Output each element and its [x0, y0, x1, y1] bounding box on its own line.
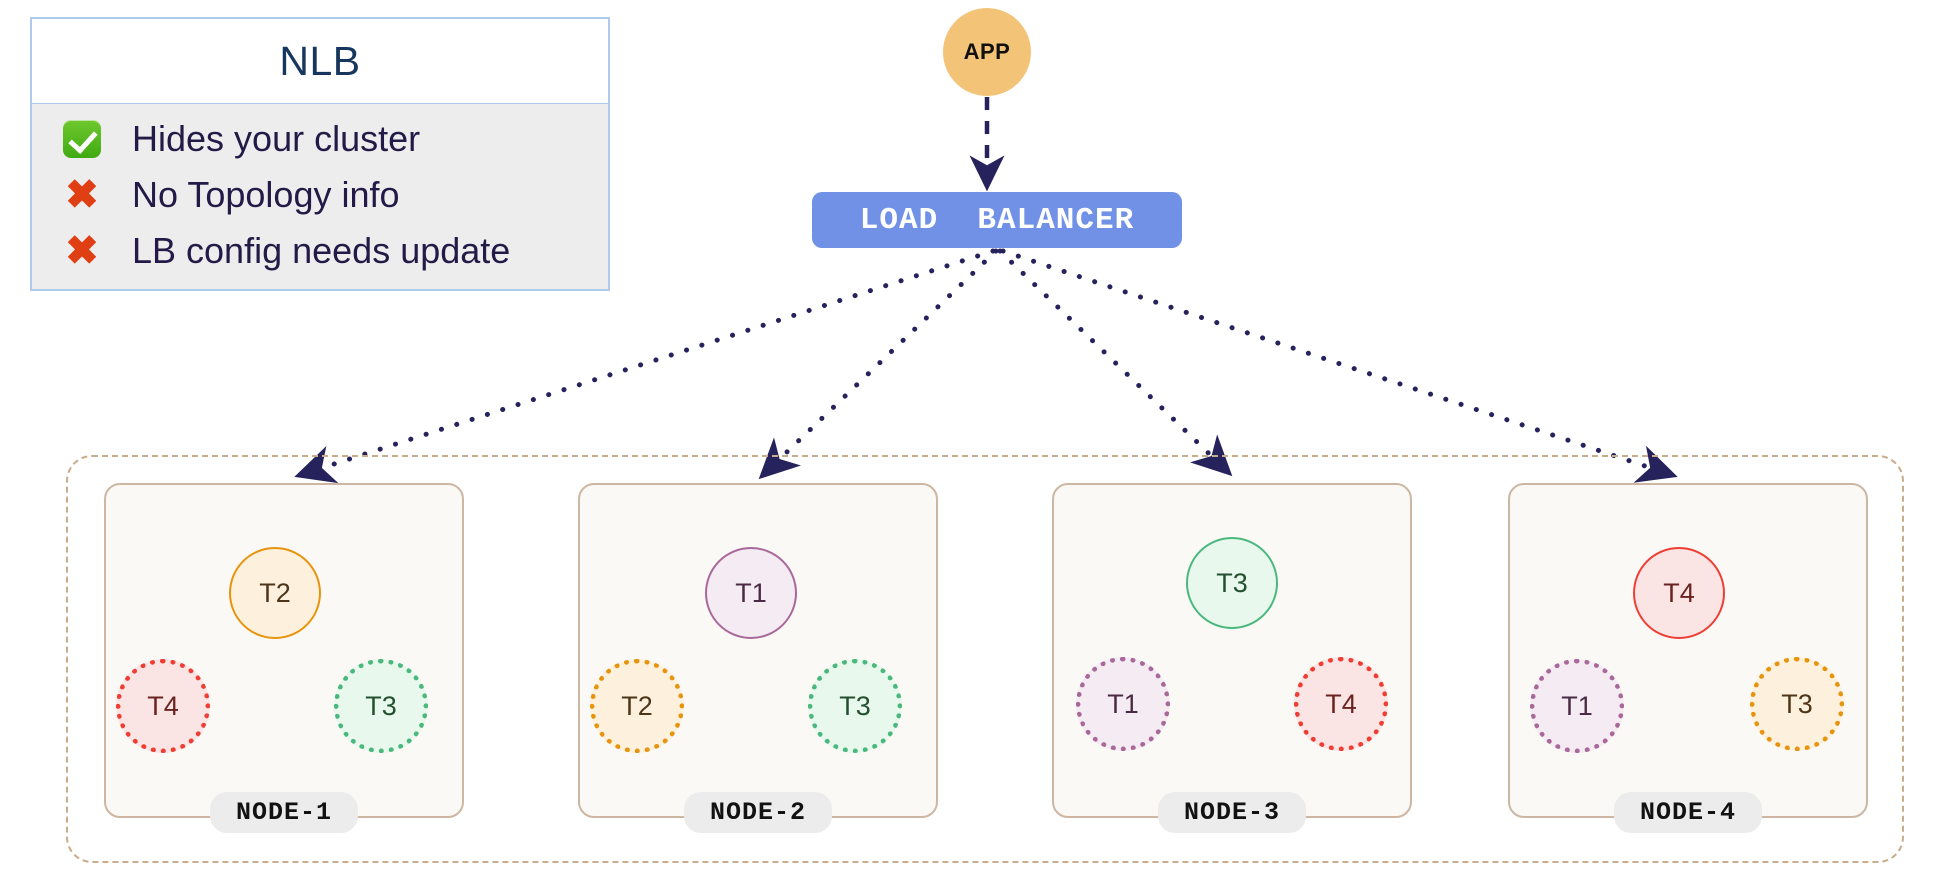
cross-mark-icon: ✖: [65, 173, 99, 217]
task-circle-ghost: T3: [334, 659, 428, 753]
node-label: NODE-1: [209, 792, 359, 833]
cross-mark-icon: ✖: [65, 229, 99, 273]
nlb-legend-box: NLB Hides your cluster ✖ No Topology inf…: [30, 17, 610, 291]
task-circle-ghost: T3: [1750, 657, 1844, 751]
legend-item-label: LB config needs update: [132, 230, 511, 271]
task-circle-ghost: T4: [1294, 657, 1388, 751]
nlb-legend-title: NLB: [279, 37, 361, 84]
nlb-legend-body: Hides your cluster ✖ No Topology info ✖ …: [32, 104, 608, 289]
load-balancer-node: LOAD BALANCER: [812, 192, 1182, 248]
node-label: NODE-2: [683, 792, 833, 833]
task-circle-active: T1: [705, 547, 797, 639]
legend-item-label: Hides your cluster: [132, 118, 421, 159]
task-circle-ghost: T2: [590, 659, 684, 753]
legend-item-label: No Topology info: [132, 174, 400, 215]
legend-item: ✖ No Topology info: [32, 167, 608, 223]
task-circle-ghost: T1: [1076, 657, 1170, 751]
check-mark-icon: [54, 120, 110, 158]
node-label: NODE-3: [1157, 792, 1307, 833]
legend-item: Hides your cluster: [32, 111, 608, 167]
edge-lb-to-node-3: [997, 248, 1233, 477]
task-circle-active: T4: [1633, 547, 1725, 639]
task-circle-active: T3: [1186, 537, 1278, 629]
edge-lb-to-node-4: [1000, 248, 1678, 483]
task-circle-ghost: T3: [808, 659, 902, 753]
task-circle-ghost: T4: [116, 659, 210, 753]
task-circle-active: T2: [229, 547, 321, 639]
app-node: APP: [943, 8, 1031, 96]
legend-item: ✖ LB config needs update: [32, 223, 608, 279]
node-label: NODE-4: [1613, 792, 1763, 833]
edge-lb-to-node-2: [758, 248, 999, 480]
cluster-boundary: [66, 455, 1904, 863]
nlb-legend-header: NLB: [32, 19, 608, 104]
task-circle-ghost: T1: [1530, 659, 1624, 753]
